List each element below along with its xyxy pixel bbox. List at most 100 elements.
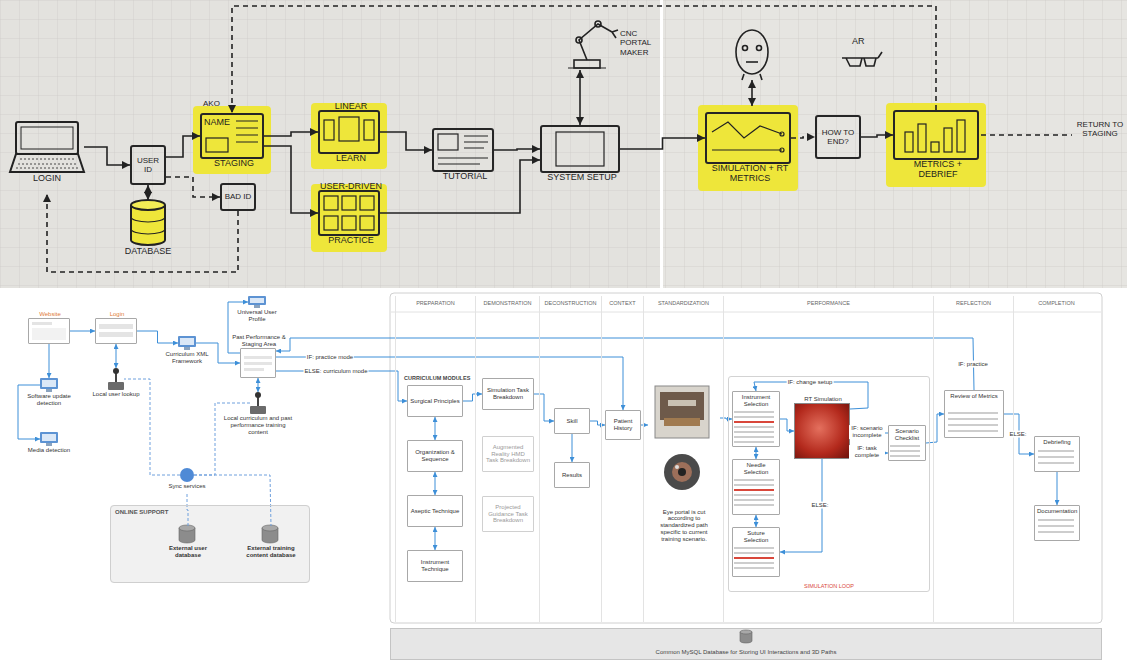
curriculum-panel [390, 293, 1102, 623]
connector [435, 417, 436, 440]
module-box: Organization & Sequence [407, 440, 463, 472]
text-area: Instrument Selection [735, 394, 777, 408]
text-area: Patient History [608, 418, 638, 432]
support-panel: ONLINE SUPPORT External user database Exte… [110, 505, 310, 583]
edge-label: IF: scenario incomplete [849, 425, 885, 439]
text-area: COMPLETION [1016, 300, 1097, 306]
connector [534, 394, 554, 421]
module-box: Aseptic Technique [407, 495, 463, 527]
text-area: CONTEXT [604, 300, 641, 306]
connector [380, 160, 540, 213]
node-label: Debriefing [1037, 439, 1077, 446]
node-label: PERFORMANCE [726, 300, 931, 306]
node-label: SIMULATION LOOP [731, 583, 927, 589]
text-area: USER ID [134, 156, 162, 174]
node-label: Curriculum XML Framework [165, 351, 209, 365]
node-label: Skill [557, 418, 587, 425]
edge-label: IF: practice mode [306, 354, 354, 361]
connector [572, 434, 573, 462]
paper-photo [663, 0, 1127, 288]
task-box: Simulation Task Breakdown [482, 378, 534, 410]
node-label: PREPARATION [398, 300, 473, 306]
connector [756, 447, 757, 459]
monitor-node: Media detection [40, 432, 58, 446]
database-band-fill [390, 628, 1102, 660]
head-sketch [736, 30, 882, 106]
edge-label: ELSE: [810, 502, 829, 509]
text-area: Surgical Principles [410, 398, 460, 405]
text-area: Skill [557, 418, 587, 425]
node-label: REFLECTION [936, 300, 1011, 306]
outer-caption: Universal User Profile [237, 309, 277, 323]
outer-caption: Software update detection [26, 393, 72, 407]
connector [926, 414, 944, 443]
node-label: Sync services [167, 483, 207, 490]
text-area: CNC PORTAL MAKER [620, 29, 658, 57]
outer-caption: External user database [161, 545, 216, 559]
sketch-note: AKO [203, 99, 220, 108]
laptop-node: LOGIN [10, 122, 84, 172]
text-area: DEMONSTRATION [478, 300, 537, 306]
sketch-note: AR [852, 36, 865, 46]
connector [1004, 414, 1034, 454]
text-area: Projected Guidance Task Breakdown [485, 504, 531, 525]
loop-panel: SIMULATION LOOPInstrument SelectionNeedl… [728, 376, 930, 592]
connector [137, 331, 178, 343]
edge-label: IF: task complete [849, 445, 885, 459]
standardization-figure: Eye portal is cut according to standardi… [648, 380, 720, 545]
highlighter [193, 103, 986, 252]
connector [166, 177, 220, 197]
node-label: External training content database [241, 545, 301, 559]
window-box: Login [95, 318, 137, 344]
node-label: Media detection [26, 447, 72, 454]
connector [463, 394, 482, 401]
eye-photo [664, 454, 700, 490]
text-area: Common MySQL Database for Storing UI Int… [393, 649, 1099, 656]
screen-box: LINEARLEARN [318, 110, 380, 154]
text-area: BAD ID [224, 192, 252, 201]
text-area: Eye portal is cut according to standardi… [650, 509, 718, 543]
node-label: STANDARDIZATION [646, 300, 721, 306]
outer-heading: Login [87, 311, 147, 318]
connector [380, 132, 432, 150]
text-area: Suture Selection [735, 530, 777, 544]
phase-column: PREPARATION Surgical PrinciplesOrganizati… [395, 296, 475, 622]
node-label: Patient History [608, 418, 638, 432]
text-area: STANDARDIZATION [646, 300, 721, 306]
node-label: Suture Selection [735, 530, 777, 544]
connector [590, 421, 605, 425]
outer-caption: METRICS + DEBRIEF [903, 159, 973, 180]
node-label: DATABASE [113, 246, 183, 256]
screen-box: SYSTEM SETUP [540, 125, 620, 173]
connector [166, 136, 200, 157]
module-box: Surgical Principles [407, 385, 463, 417]
node-label: ONLINE SUPPORT [115, 509, 305, 516]
node-heading: Login [87, 311, 147, 318]
connector [720, 418, 732, 419]
outer-heading: Website [20, 311, 80, 318]
database-sketch [131, 200, 165, 245]
node-label: Surgical Principles [410, 398, 460, 405]
outer-caption: DATABASE [113, 246, 183, 256]
screen-box: METRICS + DEBRIEF [893, 110, 979, 160]
process-box: Patient History [605, 410, 641, 440]
node-label: Instrument Technique [410, 559, 460, 573]
database-band: Common MySQL Database for Storing UI Int… [390, 628, 1102, 660]
outer-caption: Local user lookup [91, 391, 141, 398]
phase-column: COMPLETION DebriefingDocumentation [1013, 296, 1099, 622]
return-line [981, 134, 1072, 135]
outer-caption: Media detection [26, 447, 72, 454]
simulation-view: RT Simulation [794, 403, 850, 459]
outer-caption: STAGING [194, 158, 274, 168]
node-label: SYSTEM SETUP [532, 172, 632, 182]
metrics-box: Review of Metrics [944, 390, 1004, 438]
connector [494, 149, 540, 150]
process-box: Skill [554, 408, 590, 434]
text-area: ONLINE SUPPORT [115, 509, 305, 516]
document-box: Documentation [1034, 505, 1080, 541]
node-label: LEARN [311, 153, 391, 163]
phase-column: DEMONSTRATIONSimulation Task BreakdownAu… [475, 296, 539, 622]
sync-circle: Sync services [180, 468, 194, 482]
outer-caption: SYSTEM SETUP [532, 172, 632, 182]
